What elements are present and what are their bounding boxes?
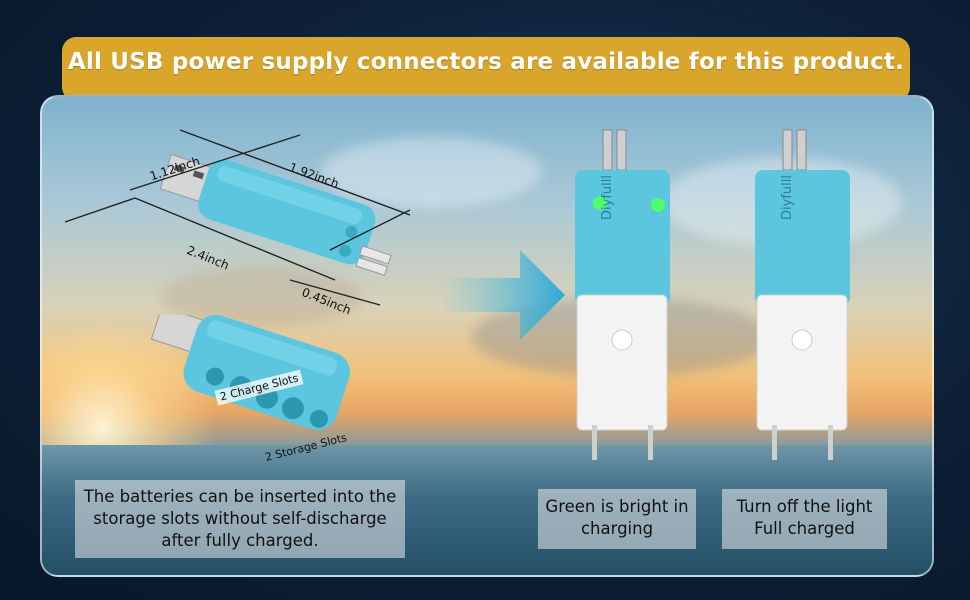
headline-banner: All USB power supply connectors are avai… [62, 37, 910, 101]
storage-caption: The batteries can be inserted into the s… [75, 480, 405, 558]
brand-label: Diyfulll [600, 175, 615, 220]
full-charged-caption: Turn off the light Full charged [722, 489, 887, 549]
charger-dimension-diagram [64, 129, 411, 306]
brand-label: Diyfulll [780, 175, 795, 220]
charger-on-adapter-charging [575, 129, 670, 460]
charging-caption: Green is bright in charging [538, 489, 696, 549]
headline-text: All USB power supply connectors are avai… [67, 49, 905, 75]
right-arrow-icon [440, 250, 565, 340]
charger-on-adapter-full [755, 129, 850, 460]
